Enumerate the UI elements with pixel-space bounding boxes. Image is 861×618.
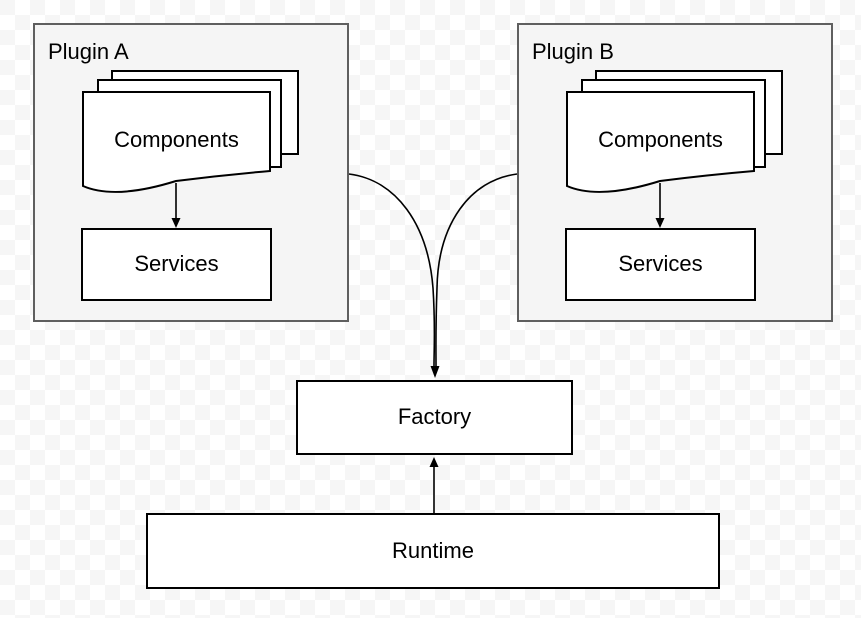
runtime-node[interactable]: Runtime	[146, 513, 720, 589]
arrowhead-icon	[429, 457, 439, 467]
edge-runtime-to-factory	[429, 457, 439, 513]
plugin-a-services-label: Services	[134, 251, 219, 277]
edge-curve	[435, 173, 518, 367]
plugin-a-components-node[interactable]: Components	[83, 92, 270, 188]
edge-plugin-a-to-factory	[348, 173, 436, 367]
plugin-b-services-label: Services	[618, 251, 703, 277]
plugin-a-label: Plugin A	[48, 39, 129, 64]
plugin-b-components-node[interactable]: Components	[567, 92, 754, 188]
plugin-b-components-label: Components	[598, 126, 723, 152]
factory-node[interactable]: Factory	[296, 380, 573, 455]
plugin-a-components-label: Components	[114, 126, 239, 152]
plugin-b-label: Plugin B	[532, 39, 614, 64]
plugin-b-services-node[interactable]: Services	[565, 228, 756, 301]
edge-curve	[348, 173, 436, 367]
edge-plugin-b-to-factory	[430, 173, 518, 378]
plugin-a-services-node[interactable]: Services	[81, 228, 272, 301]
factory-label: Factory	[397, 404, 472, 430]
runtime-label: Runtime	[392, 537, 474, 563]
arrowhead-icon	[430, 366, 440, 378]
